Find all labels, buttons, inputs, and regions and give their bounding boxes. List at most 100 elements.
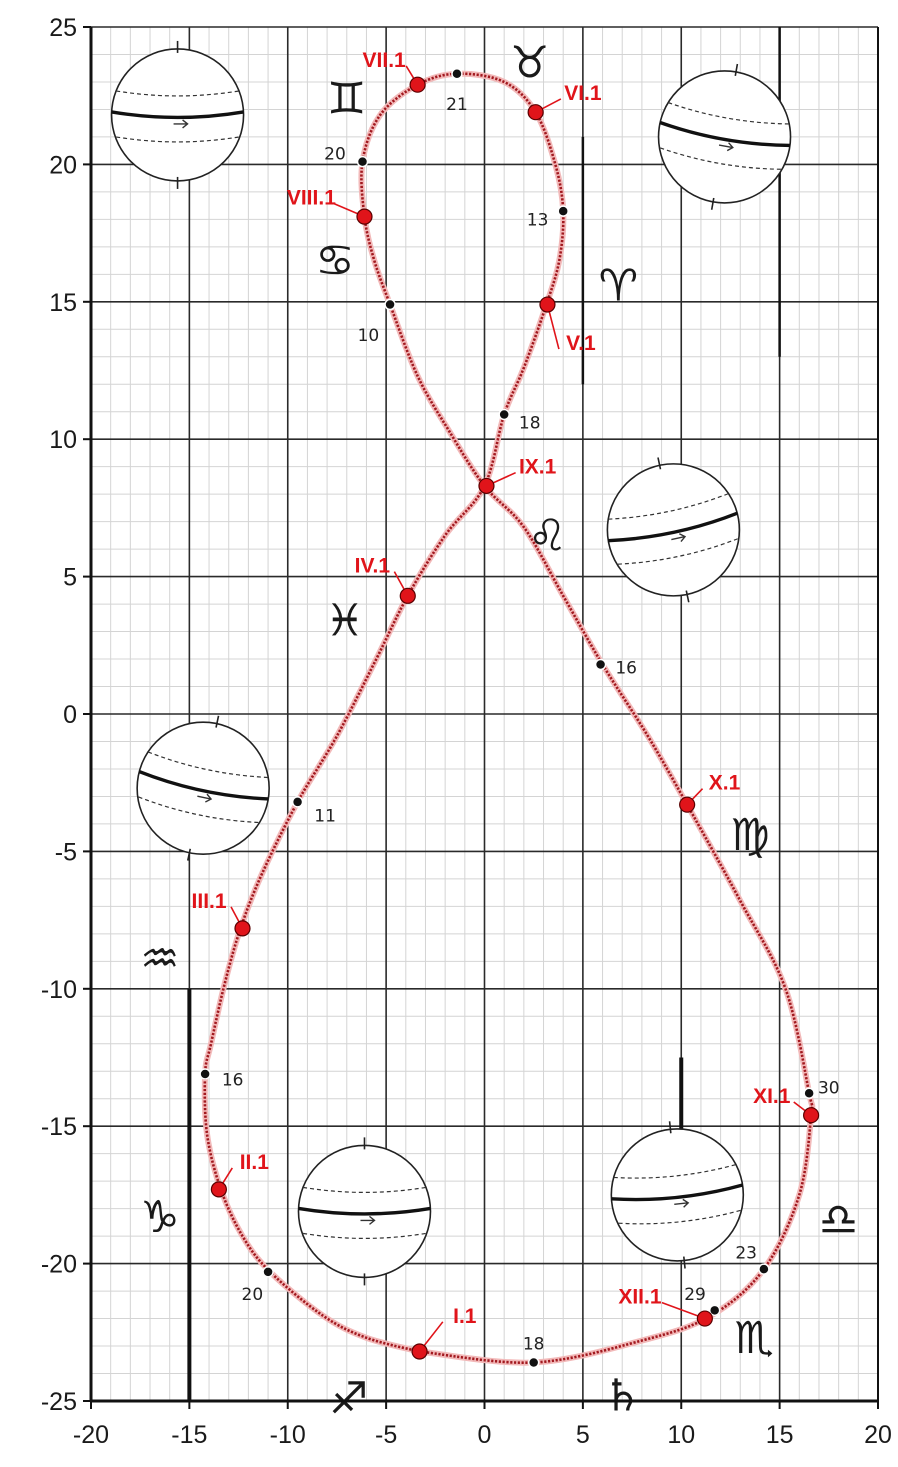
y-tick-label: 5 [63,564,77,592]
x-tick-label: -5 [375,1421,397,1449]
day-marker-dot [594,658,607,671]
x-tick-label: -10 [270,1421,306,1449]
globe-arrow [197,793,213,803]
globe-bands [659,63,791,210]
y-tick-label: -5 [55,838,77,866]
celestial-globe [136,715,270,861]
globe-outline [136,721,270,855]
globe-equator [111,110,244,120]
globe-outline [606,463,741,597]
month-marker-label: I.1 [453,1305,477,1328]
zodiac-symbol: ♓ [325,596,364,647]
globe-arrow [674,1198,690,1208]
y-tick-label: 0 [63,701,77,729]
month-marker-label: VII.1 [363,49,407,72]
zodiac-symbol: ♍ [730,810,769,861]
month-marker-label: III.1 [192,890,227,913]
month-marker-dot [478,477,495,495]
y-tick-label: -20 [41,1251,77,1279]
globe-bands [138,715,269,861]
x-tick-label: 5 [576,1421,590,1449]
globe-arrow [671,533,687,543]
month-marker-label: XII.1 [618,1286,662,1309]
month-marker-label: II.1 [240,1151,270,1174]
globe-axis-top [657,457,662,470]
month-marker-dot [356,208,373,225]
globe-equator [138,769,269,801]
x-tick-label: 0 [478,1421,492,1449]
y-tick-label: -10 [41,976,77,1004]
celestial-globe [657,63,792,210]
month-marker-dot [696,1310,713,1327]
month-marker-dot [679,796,696,813]
month-marker-dot [803,1107,820,1124]
globe-arrow [360,1215,376,1225]
zodiac-symbols: ♊♉♈♋♌♓♍♒♑♎♐♏♄ [140,38,858,1425]
celestial-globe [610,1121,745,1269]
day-marker-label: 16 [615,658,637,678]
month-marker-label: X.1 [709,772,741,795]
globe-outline [610,1128,745,1262]
day-marker-label: 11 [314,807,336,827]
day-marker-dot [356,155,369,168]
globe-arrow [718,142,734,152]
celestial-globe [606,457,741,603]
day-marker-dot [527,1356,540,1369]
x-tick-label: 20 [864,1421,892,1449]
y-tick-label: 20 [49,151,77,179]
heavy-lines [187,27,781,1401]
celestial-globe [110,40,245,189]
globe-bands [298,1137,431,1286]
month-marker-dot [399,587,416,604]
month-marker-label: VIII.1 [287,186,336,209]
day-marker-label: 23 [735,1244,757,1264]
globe-axis-top [734,63,739,77]
globe-equator [611,1183,744,1202]
day-marker-label: 18 [519,414,541,434]
globe-axis-bottom [685,590,690,603]
zodiac-symbol: ♑ [140,1192,179,1243]
zodiac-symbol: ♎ [819,1195,858,1246]
globe-axis-top [215,715,220,728]
day-marker-dot [708,1304,721,1317]
zodiac-symbol: ♋ [315,236,354,287]
day-marker-dot [451,67,463,80]
globe-equator [608,511,738,543]
celestial-globe [297,1137,432,1286]
month-marker-label: XI.1 [753,1085,791,1108]
zodiac-symbol: ♏ [734,1313,773,1364]
day-marker-dot [803,1087,815,1099]
month-marker-dot [527,104,544,121]
zodiac-symbol: ♊ [327,73,366,124]
day-marker-label: 20 [242,1285,264,1305]
day-marker-label: 20 [324,144,346,164]
globe-outline [657,70,792,204]
globe-axis-top [668,1121,672,1134]
month-marker-label: IV.1 [355,555,391,578]
day-marker-label: 13 [527,210,549,230]
day-marker-dot [291,796,304,808]
day-marker-dot [262,1266,274,1278]
day-marker-dot [758,1263,770,1275]
month-marker-dot [411,1343,428,1360]
day-marker-label: 16 [222,1070,244,1090]
globe-arrow [173,119,189,129]
month-marker-label: V.1 [566,332,596,355]
y-tick-label: 15 [49,289,77,317]
zodiac-symbol: ♄ [602,1371,641,1422]
globe-axis-bottom [186,848,192,861]
x-tick-label: -15 [171,1421,207,1449]
zodiac-symbol: ♐ [329,1373,368,1424]
globe-equator [298,1206,431,1216]
month-marker-dot [234,920,251,937]
month-marker-label: VI.1 [564,82,602,105]
y-tick-label: 10 [49,426,77,454]
day-marker-label: 29 [684,1285,706,1305]
zodiac-symbol: ♒ [140,934,179,985]
x-tick-label: 10 [667,1421,695,1449]
day-marker-dot [199,1068,211,1080]
